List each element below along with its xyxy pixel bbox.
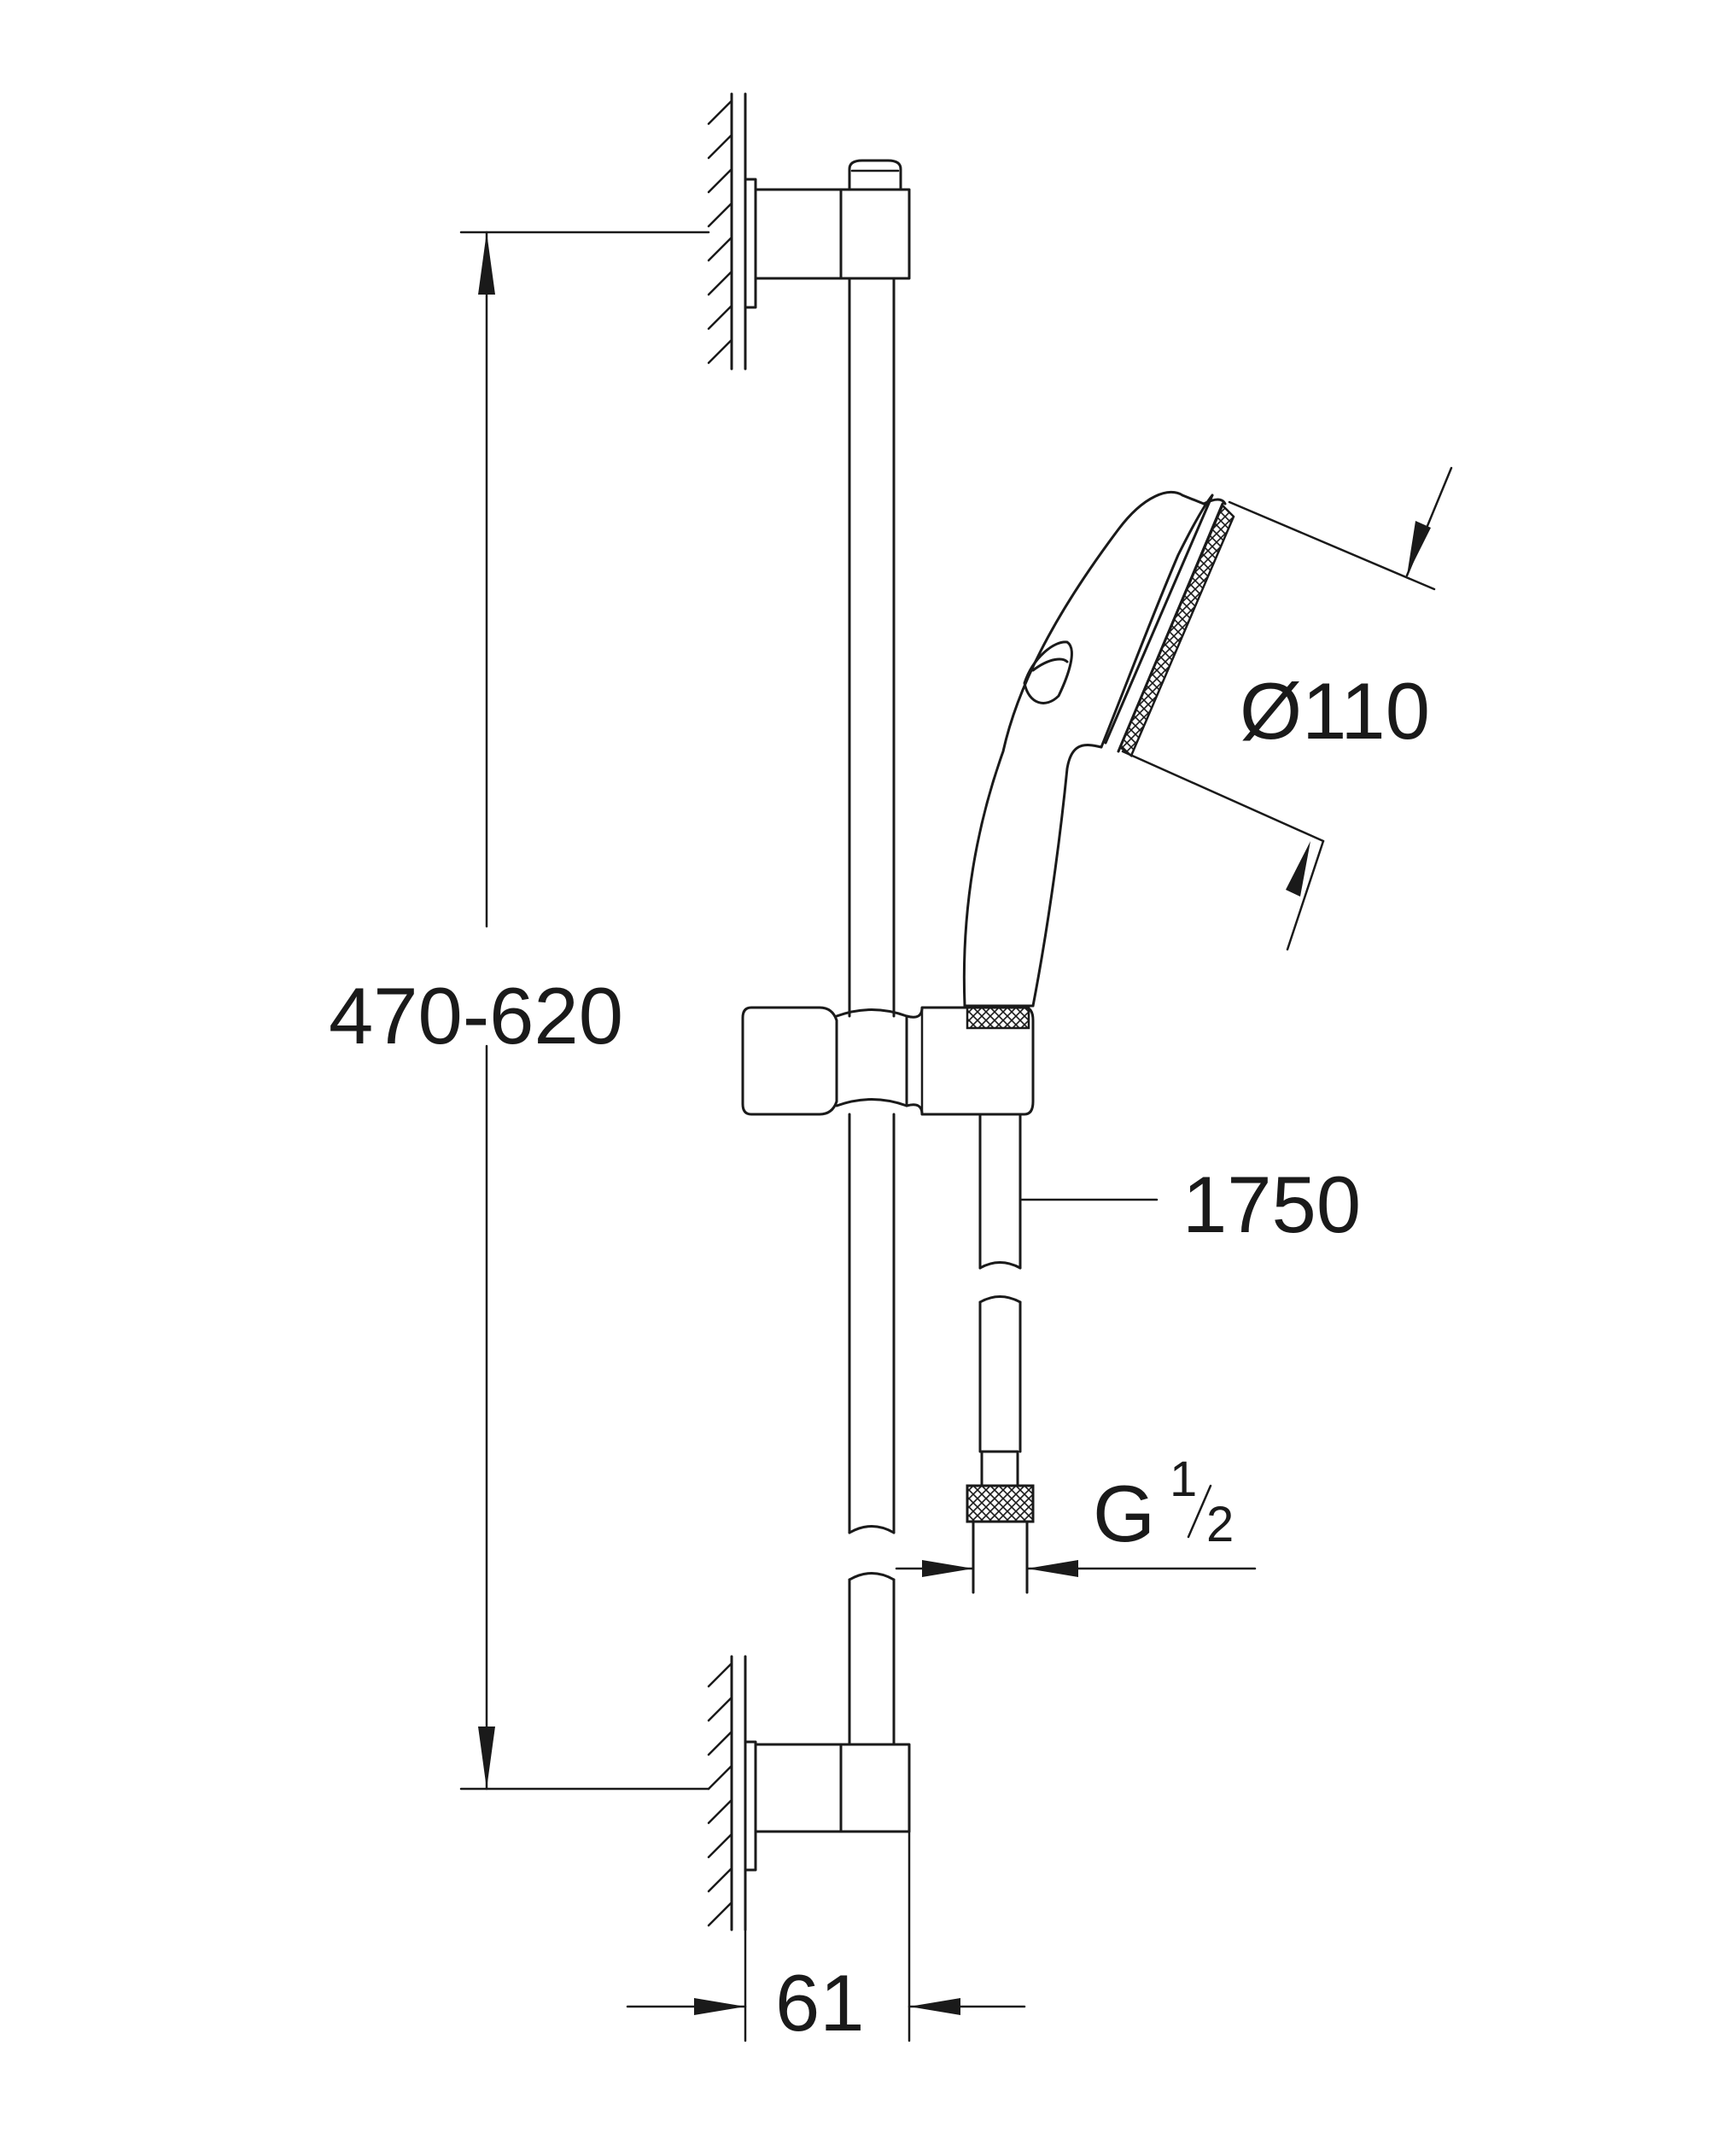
shower-hose [966, 1113, 1035, 1594]
top-wall-bracket [707, 92, 911, 371]
top-end-cap [848, 159, 902, 191]
diameter-dimension [1121, 466, 1453, 951]
hand-shower [962, 490, 1235, 1030]
shower-rail [848, 277, 896, 1746]
height-dimension [459, 231, 710, 1791]
hose-length-label: 1750 [1182, 1160, 1361, 1249]
height-range-label: 470-620 [329, 971, 623, 1060]
thread-label: G 1 2 [1093, 1452, 1234, 1558]
thread-denominator: 2 [1206, 1497, 1234, 1552]
hand-shower-head-outer [1100, 494, 1214, 749]
offset-label: 61 [775, 1958, 865, 2048]
offset-dimension [626, 1830, 1026, 2042]
thread-numerator: 1 [1170, 1452, 1197, 1507]
spray-selector-button [1023, 640, 1073, 704]
diameter-label: Ø110 [1240, 666, 1430, 756]
top-wall-rosette [744, 178, 757, 309]
top-wall-hatching [707, 92, 747, 371]
top-bracket-head [839, 188, 911, 280]
hand-shower-body [962, 490, 1205, 1008]
hose-nut-knurled [966, 1484, 1035, 1523]
thread-prefix: G [1093, 1469, 1155, 1558]
thread-dimension [895, 1560, 1257, 1577]
shower-holder-slider [741, 1006, 1035, 1116]
top-bracket-arm [754, 188, 843, 280]
bottom-wall-bracket [707, 1655, 911, 1931]
hand-shower-nozzle-face [1118, 503, 1235, 757]
bottom-wall-hatching [707, 1655, 747, 1931]
